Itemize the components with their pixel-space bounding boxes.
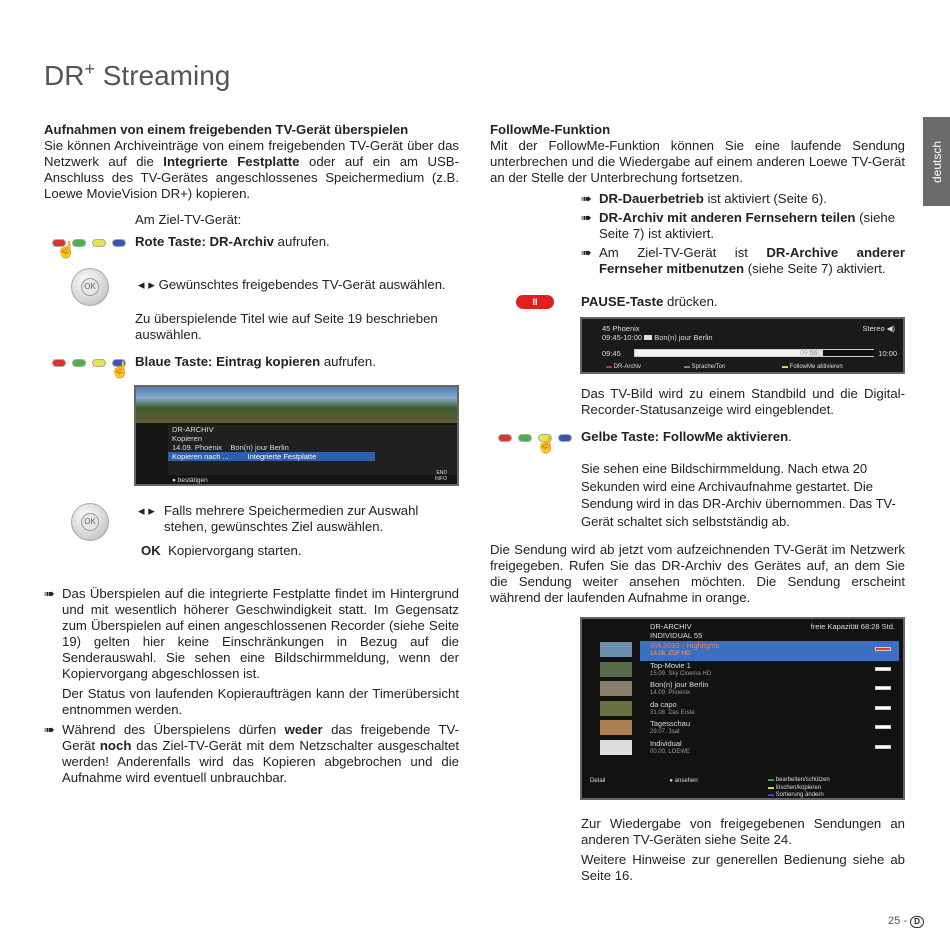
- language-tab: deutsch: [923, 117, 950, 206]
- step-ok: OK Kopiervorgang starten.: [141, 543, 302, 558]
- color-keys-yellow: [498, 434, 572, 442]
- archive-item-meta: 14.09. Phoenix: [650, 690, 691, 696]
- archive-item-title: Top-Movie 1: [650, 660, 691, 670]
- color-keys-blue: [52, 359, 126, 367]
- end-text-2: Weitere Hinweise zur generellen Bedienun…: [581, 852, 905, 883]
- archive-item-meta: 16.08. ZDF HD: [650, 651, 691, 657]
- hand-pointer-icon: ☝: [56, 242, 76, 259]
- archive-item-meta: 00.00. LOEWE: [650, 748, 691, 755]
- right-intro: FollowMe-Funktion Mit der FollowMe-Funkt…: [490, 122, 905, 185]
- yellow-key-icon: [538, 434, 552, 442]
- blue-key-icon: [112, 359, 126, 367]
- archive-item-title: Tagesschau: [650, 719, 691, 728]
- archive-thumbnail: [600, 720, 632, 735]
- dpad-icon: OK: [71, 268, 109, 306]
- red-key-icon: [52, 239, 66, 247]
- archive-item-title: da capo: [650, 699, 677, 709]
- archive-item-title: Bon(n) jour Berlin: [650, 680, 709, 689]
- left-intro: Aufnahmen von einem freigebenden TV-Gerä…: [44, 122, 459, 201]
- section-heading-copy: Aufnahmen von einem freigebenden TV-Gerä…: [44, 122, 409, 137]
- landscape-image: [136, 387, 457, 423]
- archive-item-meta: 31.08. Das Erste: [650, 709, 695, 716]
- step-red: Rote Taste: DR-Archiv aufrufen.: [135, 234, 330, 249]
- archive-thumbnail: [600, 739, 632, 755]
- archive-item-meta: 29.07. 3sat: [650, 729, 680, 735]
- step-title: Zu überspielende Titel wie auf Seite 19 …: [135, 311, 438, 342]
- still-text: Das TV-Bild wird zu einem Standbild und …: [581, 386, 905, 417]
- para-network: Die Sendung wird ab jetzt vom aufzeichne…: [490, 542, 905, 605]
- archive-thumbnail: [600, 642, 632, 657]
- recorder-status-bar: 45 Phoenix Stereo ◀) 09:45-10:00 Bon(n) …: [580, 317, 905, 374]
- hand-pointer-icon: ☝: [536, 437, 556, 454]
- archive-item-meta: 15.09. Sky Cinema HD: [650, 670, 712, 677]
- pause-key-icon: II: [516, 295, 554, 309]
- step-select: ◂ ▸ Gewünschtes freigebendes TV-Gerät au…: [138, 277, 446, 292]
- end-text-1: Zur Wiedergabe von freigegebenen Sendung…: [581, 816, 905, 847]
- archive-thumbnail: [600, 661, 632, 677]
- at-target-label: Am Ziel-TV-Gerät:: [135, 212, 242, 227]
- archive-footer: Detail● ansehen: [590, 778, 698, 784]
- archive-thumbnail: [600, 700, 632, 716]
- hand-pointer-icon: ☝: [110, 362, 130, 379]
- section-heading-followme: FollowMe-Funktion: [490, 122, 611, 137]
- archive-screen: DR-ARCHIV INDIVIDUAL 55 freie Kapazität …: [580, 617, 905, 800]
- copy-screen: DR-ARCHIV Kopieren 14.09. Phoenix Bon(n)…: [134, 385, 459, 486]
- left-notes: ➠Das Überspielen auf die integrierte Fes…: [44, 586, 459, 785]
- step-blue: Blaue Taste: Eintrag kopieren aufrufen.: [135, 354, 376, 369]
- message-text: Sie sehen eine Bildschirmmeldung. Nach e…: [581, 461, 896, 529]
- step-pause: PAUSE-Taste drücken.: [581, 294, 718, 309]
- requirements: ➠DR-Dauerbetrieb ist aktiviert (Seite 6)…: [581, 191, 905, 276]
- page-number: 25 -D: [888, 913, 924, 929]
- archive-item-title: IFA 2010 - Highlights: [650, 641, 720, 650]
- color-keys-red: [52, 239, 126, 247]
- step-multi: ◂ ▸Falls mehrere Speichermedien zur Ausw…: [138, 503, 419, 534]
- archive-item-title: Individual: [650, 738, 682, 748]
- step-yellow: Gelbe Taste: FollowMe aktivieren.: [581, 429, 792, 444]
- page-title: DR+ Streaming: [44, 59, 231, 91]
- dpad-ok-icon: OK: [71, 503, 109, 541]
- archive-thumbnail: [600, 681, 632, 696]
